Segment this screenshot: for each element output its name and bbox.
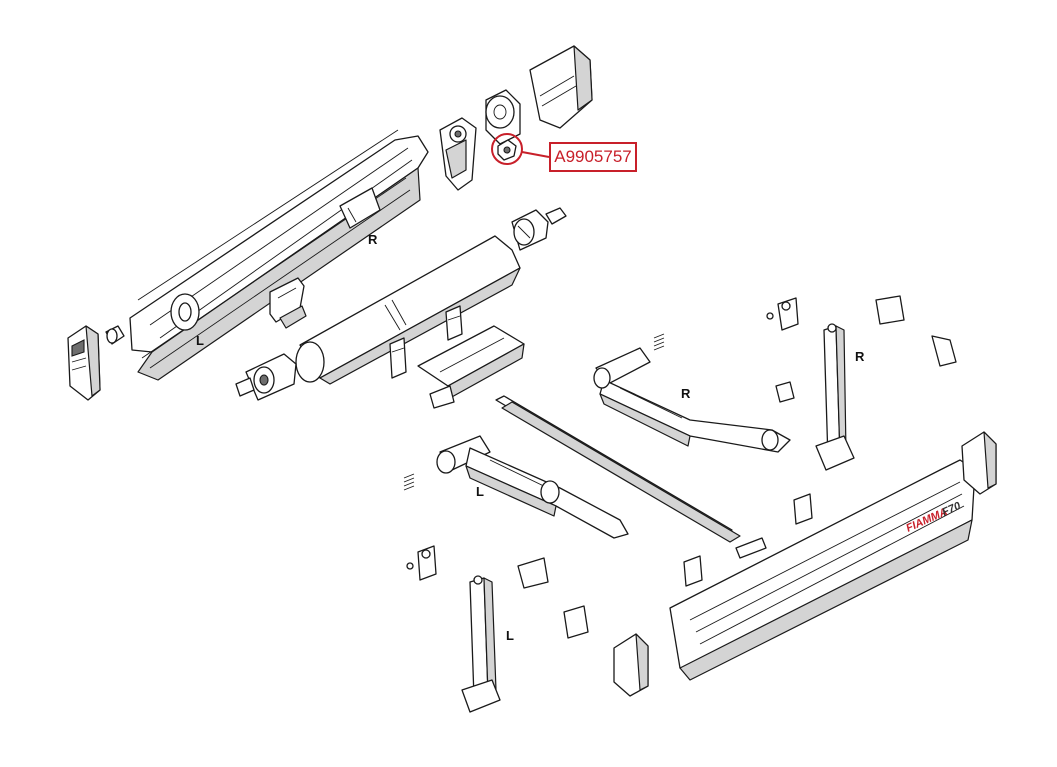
tension-rod: [495, 395, 741, 543]
right-end-cap: [529, 45, 593, 129]
label-roller-left: L: [196, 333, 204, 348]
label-roller-right: R: [368, 232, 378, 247]
roller-end-right: [511, 207, 567, 251]
roller-end-left: [235, 353, 297, 401]
front-bar-clips: [683, 493, 813, 587]
label-leg-left: L: [506, 628, 514, 643]
callout-leader-line: [521, 151, 550, 158]
end-plug: [105, 325, 125, 345]
lead-bar-mount: [417, 325, 525, 409]
spring-small-right: [653, 333, 665, 351]
front-lead-rail: FIAMMA F70: [669, 459, 976, 681]
part-number-callout: A9905757: [549, 142, 637, 172]
right-arm: [593, 347, 791, 453]
front-bar-end-left: [613, 633, 649, 697]
label-leg-right: R: [855, 349, 865, 364]
highlighted-part-a9905757: [491, 133, 523, 165]
right-end-bracket: [439, 117, 477, 191]
small-fittings-right: [766, 295, 957, 403]
left-leg-fittings: [406, 545, 589, 639]
housing-bracket: [269, 277, 307, 329]
spring-small-left: [403, 473, 415, 491]
roller-tube: [295, 235, 521, 385]
label-arm-left: L: [476, 484, 484, 499]
left-end-cap: [67, 325, 101, 401]
right-leg: [815, 323, 855, 471]
spring-housing-disc: [485, 89, 521, 145]
housing-cassette: [129, 129, 429, 381]
clip-pieces: [389, 305, 463, 379]
label-arm-right: R: [681, 386, 691, 401]
left-leg: [461, 575, 501, 713]
left-arm: [436, 435, 629, 539]
front-bar-end-right: [961, 431, 997, 495]
